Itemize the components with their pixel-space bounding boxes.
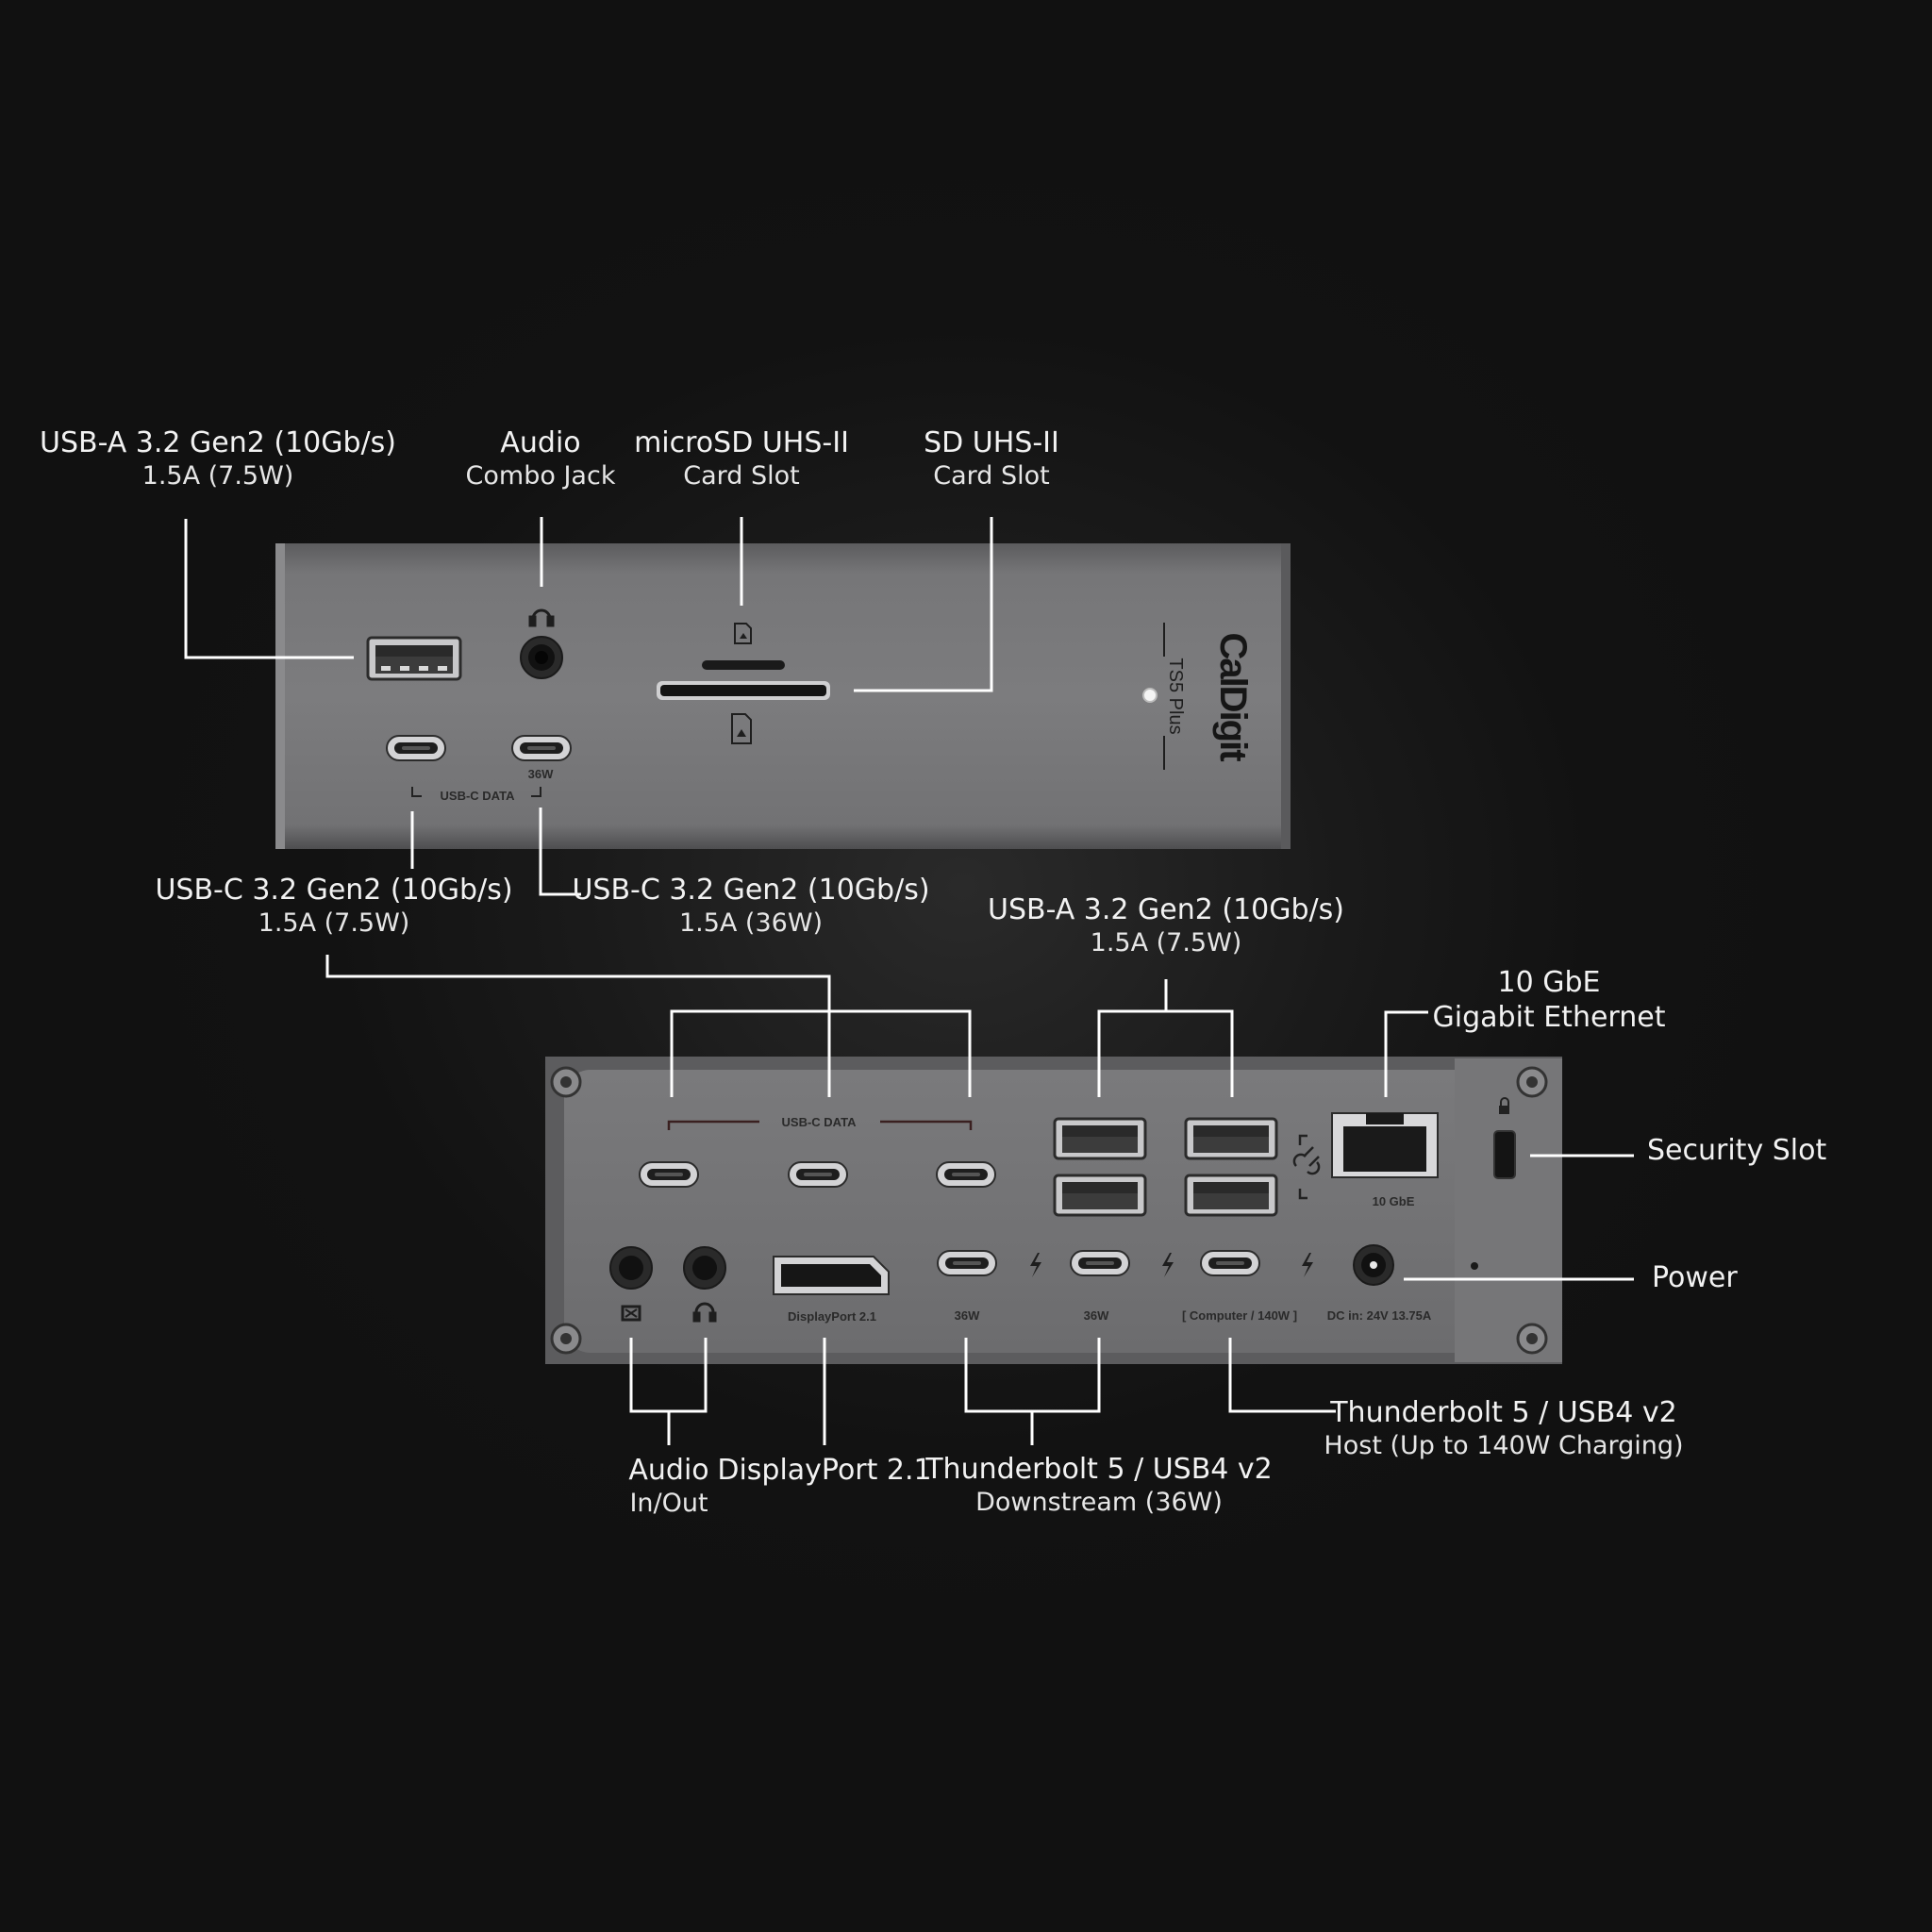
lock-icon [1499,1097,1509,1114]
rear-computer-label: [ Computer / 140W ] [1182,1308,1297,1323]
front-usbc-36w-port [511,735,572,761]
headphone-icon [528,608,555,627]
label-front-usbc-data-line1: USB-C 3.2 Gen2 (10Gb/s) [155,874,513,907]
label-front-usbc-36w-line1: USB-C 3.2 Gen2 (10Gb/s) [572,874,930,907]
thunderbolt-icon [1030,1253,1313,1277]
front-audio-jack [520,636,563,679]
label-front-usbc-36w: USB-C 3.2 Gen2 (10Gb/s) 1.5A (36W) [572,874,929,940]
rear-usbc-data-ports [639,1161,996,1188]
label-front-audio: Audio Combo Jack [466,426,616,492]
label-rear-displayport: DisplayPort 2.1 [717,1454,931,1489]
link-icon [1292,1134,1321,1200]
label-rear-tb-downstream: Thunderbolt 5 / USB4 v2 Downstream (36W) [925,1453,1273,1519]
front-microsd-slot [702,660,785,670]
label-rear-audio-line1: Audio [628,1454,709,1487]
rear-displayport-label: DisplayPort 2.1 [788,1309,876,1324]
front-branding: CalDigit [1212,632,1254,761]
rear-ethernet-port [1331,1112,1439,1178]
headphone-icon [692,1302,717,1323]
label-rear-ethernet-line2: Gigabit Ethernet [1432,1000,1666,1034]
label-rear-security: Security Slot [1647,1134,1826,1169]
label-rear-tb-host: Thunderbolt 5 / USB4 v2 Host (Up to 140W… [1324,1396,1683,1462]
rear-displayport-port [773,1256,890,1295]
rear-power-port [1353,1244,1394,1286]
rear-36w-label-b: 36W [1084,1308,1109,1323]
rear-security-slot [1493,1130,1516,1179]
label-rear-audio: Audio In/Out [628,1454,708,1520]
rear-usba-ports [1053,1117,1278,1217]
front-sd-slot [657,681,830,700]
label-rear-audio-line2: In/Out [629,1488,708,1518]
label-front-usba-line2: 1.5A (7.5W) [142,460,294,491]
front-usbc-data-port [386,735,446,761]
rear-10gbe-label: 10 GbE [1373,1194,1415,1208]
label-front-usbc-data: USB-C 3.2 Gen2 (10Gb/s) 1.5A (7.5W) [155,874,512,940]
label-rear-usba-line2: 1.5A (7.5W) [1090,927,1242,958]
rear-36w-label-a: 36W [955,1308,980,1323]
label-rear-usba: USB-A 3.2 Gen2 (10Gb/s) 1.5A (7.5W) [988,893,1344,959]
rear-thunderbolt-ports [937,1250,1260,1276]
label-front-microsd-line1: microSD UHS-II [634,426,849,459]
rear-panel: USB-C DATA [545,1057,1562,1364]
label-rear-usba-line1: USB-A 3.2 Gen2 (10Gb/s) [987,893,1345,926]
front-panel: 36W USB-C DATA CalDigit TS5 Plus [275,543,1291,849]
label-rear-security-line1: Security Slot [1647,1134,1827,1167]
label-front-usbc-data-line2: 1.5A (7.5W) [258,908,410,938]
label-front-usba-line1: USB-A 3.2 Gen2 (10Gb/s) [39,426,397,459]
front-usbc-data-label: USB-C DATA [441,789,516,803]
front-usba-port [366,636,462,681]
label-front-sd-line2: Card Slot [933,460,1050,491]
rear-audio-jacks [609,1246,726,1290]
rear-usbc-data-bracket [667,1120,973,1130]
leader-lines [184,517,1634,1445]
label-front-sd: SD UHS-II Card Slot [924,426,1059,492]
label-front-usba: USB-A 3.2 Gen2 (10Gb/s) 1.5A (7.5W) [40,426,396,492]
label-rear-ethernet-line1: 10 GbE [1497,966,1601,999]
model-name: TS5 Plus [1165,658,1186,734]
label-front-microsd-line2: Card Slot [683,460,800,491]
label-front-audio-line2: Combo Jack [465,460,616,491]
label-front-sd-line1: SD UHS-II [924,426,1059,459]
brand-logo: CalDigit [1212,632,1254,761]
label-rear-tb-host-line2: Host (Up to 140W Charging) [1324,1430,1684,1460]
front-36w-label: 36W [528,767,554,781]
label-rear-tb-downstream-line1: Thunderbolt 5 / USB4 v2 [925,1453,1273,1486]
microsd-icon [734,623,752,644]
rear-led-dot [1471,1262,1478,1270]
front-usbc-data-bracket [411,787,541,797]
power-led-icon [1142,688,1158,703]
label-rear-displayport-line1: DisplayPort 2.1 [717,1454,932,1487]
label-rear-tb-downstream-line2: Downstream (36W) [975,1487,1223,1517]
sd-card-icon [731,713,752,744]
label-rear-tb-host-line1: Thunderbolt 5 / USB4 v2 [1330,1396,1677,1429]
label-front-audio-line1: Audio [500,426,581,459]
mic-speaker-icon [621,1305,641,1322]
label-rear-ethernet: 10 GbE Gigabit Ethernet [1433,966,1666,1035]
label-rear-power-line1: Power [1652,1261,1738,1294]
screw [550,1066,1548,1355]
label-front-usbc-36w-line2: 1.5A (36W) [678,908,824,938]
rear-dc-in-label: DC in: 24V 13.75A [1327,1308,1432,1323]
front-model: TS5 Plus [1163,623,1186,770]
label-front-microsd: microSD UHS-II Card Slot [634,426,849,492]
label-rear-power: Power [1652,1261,1738,1296]
rear-usbc-data-label: USB-C DATA [782,1115,858,1129]
